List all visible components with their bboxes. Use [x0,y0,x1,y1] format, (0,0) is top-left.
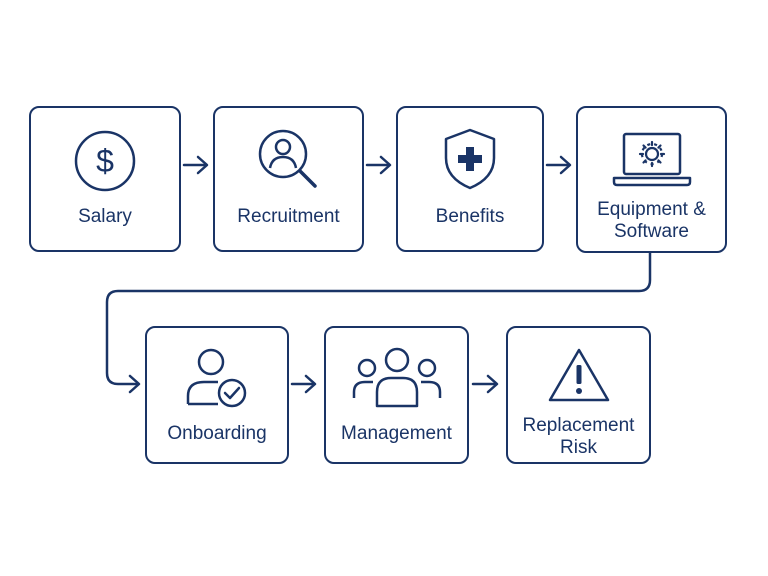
team-icon [326,346,467,408]
step-label: Recruitment [237,206,340,227]
arrow-onboarding-to-management [290,374,317,394]
step-salary: $ Salary [29,106,181,252]
step-label: Onboarding [167,423,267,444]
user-search-icon [215,125,362,195]
step-label: Salary [78,206,132,227]
arrow-recruitment-to-benefits [365,155,392,175]
arrow-benefits-to-equipment [545,155,572,175]
step-label: Benefits [435,206,505,227]
shield-plus-icon [398,125,542,193]
arrow-salary-to-recruitment [182,155,209,175]
step-benefits: Benefits [396,106,544,252]
step-label: Replacement Risk [522,415,635,458]
step-management: Management [324,326,469,464]
dollar-icon: $ [31,128,179,194]
step-label: Management [341,423,452,444]
arrow-management-to-replacement [471,374,499,394]
step-recruitment: Recruitment [213,106,364,252]
step-onboarding: Onboarding [145,326,289,464]
warning-icon [508,345,649,407]
step-replacement-risk: Replacement Risk [506,326,651,464]
laptop-gear-icon [578,130,725,188]
user-check-icon [147,344,287,410]
svg-text:$: $ [96,143,114,179]
step-equipment-software: Equipment & Software [576,106,727,253]
step-label: Equipment & Software [597,199,706,242]
